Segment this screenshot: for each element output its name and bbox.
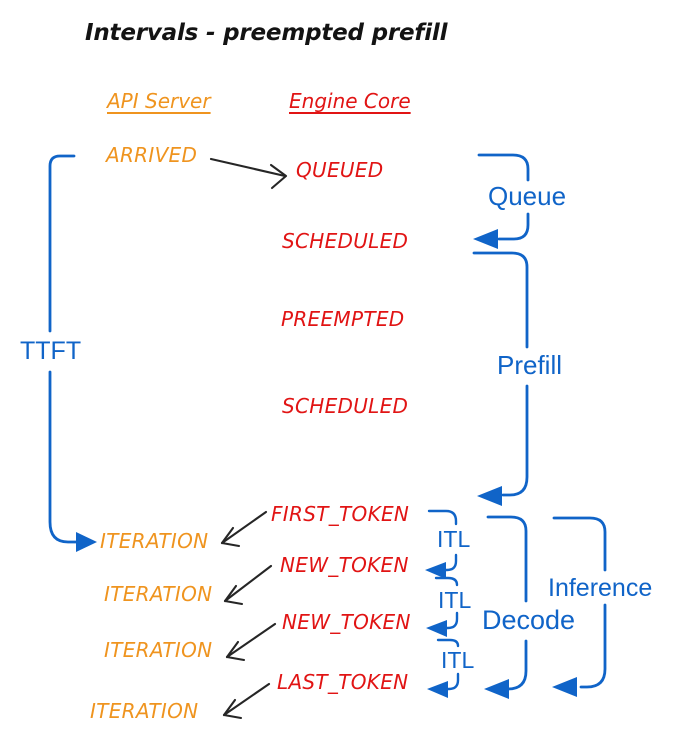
event-preempted: PREEMPTED — [281, 307, 405, 331]
decode-arrowhead-icon — [484, 679, 509, 699]
decode-bracket — [484, 515, 528, 699]
event-iteration-2: ITERATION — [104, 582, 213, 606]
itl-bracket-2 — [426, 576, 459, 637]
itl-label-2: ITL — [438, 587, 472, 613]
ttft-arrowhead-icon — [76, 532, 97, 552]
event-iteration-4: ITERATION — [90, 699, 199, 723]
queue-bracket — [473, 153, 530, 249]
prefill-arrowhead-icon — [477, 486, 502, 506]
api-server-header: API Server — [107, 89, 211, 113]
itl-label-1: ITL — [437, 526, 471, 552]
itl-arrowhead-1-icon — [425, 562, 446, 579]
itl-bracket-1 — [425, 509, 458, 579]
event-new-token-1: NEW_TOKEN — [280, 553, 409, 577]
event-arrived: ARRIVED — [106, 143, 198, 167]
ttft-label: TTFT — [20, 337, 82, 365]
decode-label: Decode — [482, 605, 576, 635]
page-title: Intervals - preempted prefill — [85, 20, 448, 46]
event-scheduled-2: SCHEDULED — [282, 394, 409, 418]
event-iteration-3: ITERATION — [104, 638, 213, 662]
itl-arrowhead-3-icon — [427, 681, 448, 698]
queue-label: Queue — [488, 181, 567, 211]
itl-label-3: ITL — [441, 647, 475, 673]
event-last-token: LAST_TOKEN — [277, 670, 409, 694]
itl-arrowhead-2-icon — [426, 620, 447, 637]
event-first-token: FIRST_TOKEN — [271, 502, 410, 526]
new-token2-to-iteration-arrow — [225, 622, 277, 662]
queue-arrowhead-icon — [473, 229, 498, 249]
arrived-to-queued-arrow — [209, 157, 288, 190]
ttft-bracket — [48, 154, 97, 552]
inference-arrowhead-icon — [552, 677, 577, 697]
event-new-token-2: NEW_TOKEN — [282, 610, 411, 634]
new-token1-to-iteration-arrow — [223, 564, 273, 606]
last-token-to-iteration-arrow — [222, 682, 271, 720]
first-token-to-iteration-arrow — [220, 510, 268, 548]
event-scheduled-1: SCHEDULED — [282, 229, 409, 253]
event-queued: QUEUED — [296, 158, 384, 182]
prefill-bracket — [472, 251, 529, 506]
prefill-label: Prefill — [497, 350, 563, 380]
itl-bracket-3 — [427, 638, 460, 698]
event-iteration-1: ITERATION — [100, 529, 209, 553]
inference-bracket — [552, 516, 607, 697]
inference-label: Inference — [548, 574, 653, 602]
engine-core-header: Engine Core — [289, 89, 411, 113]
